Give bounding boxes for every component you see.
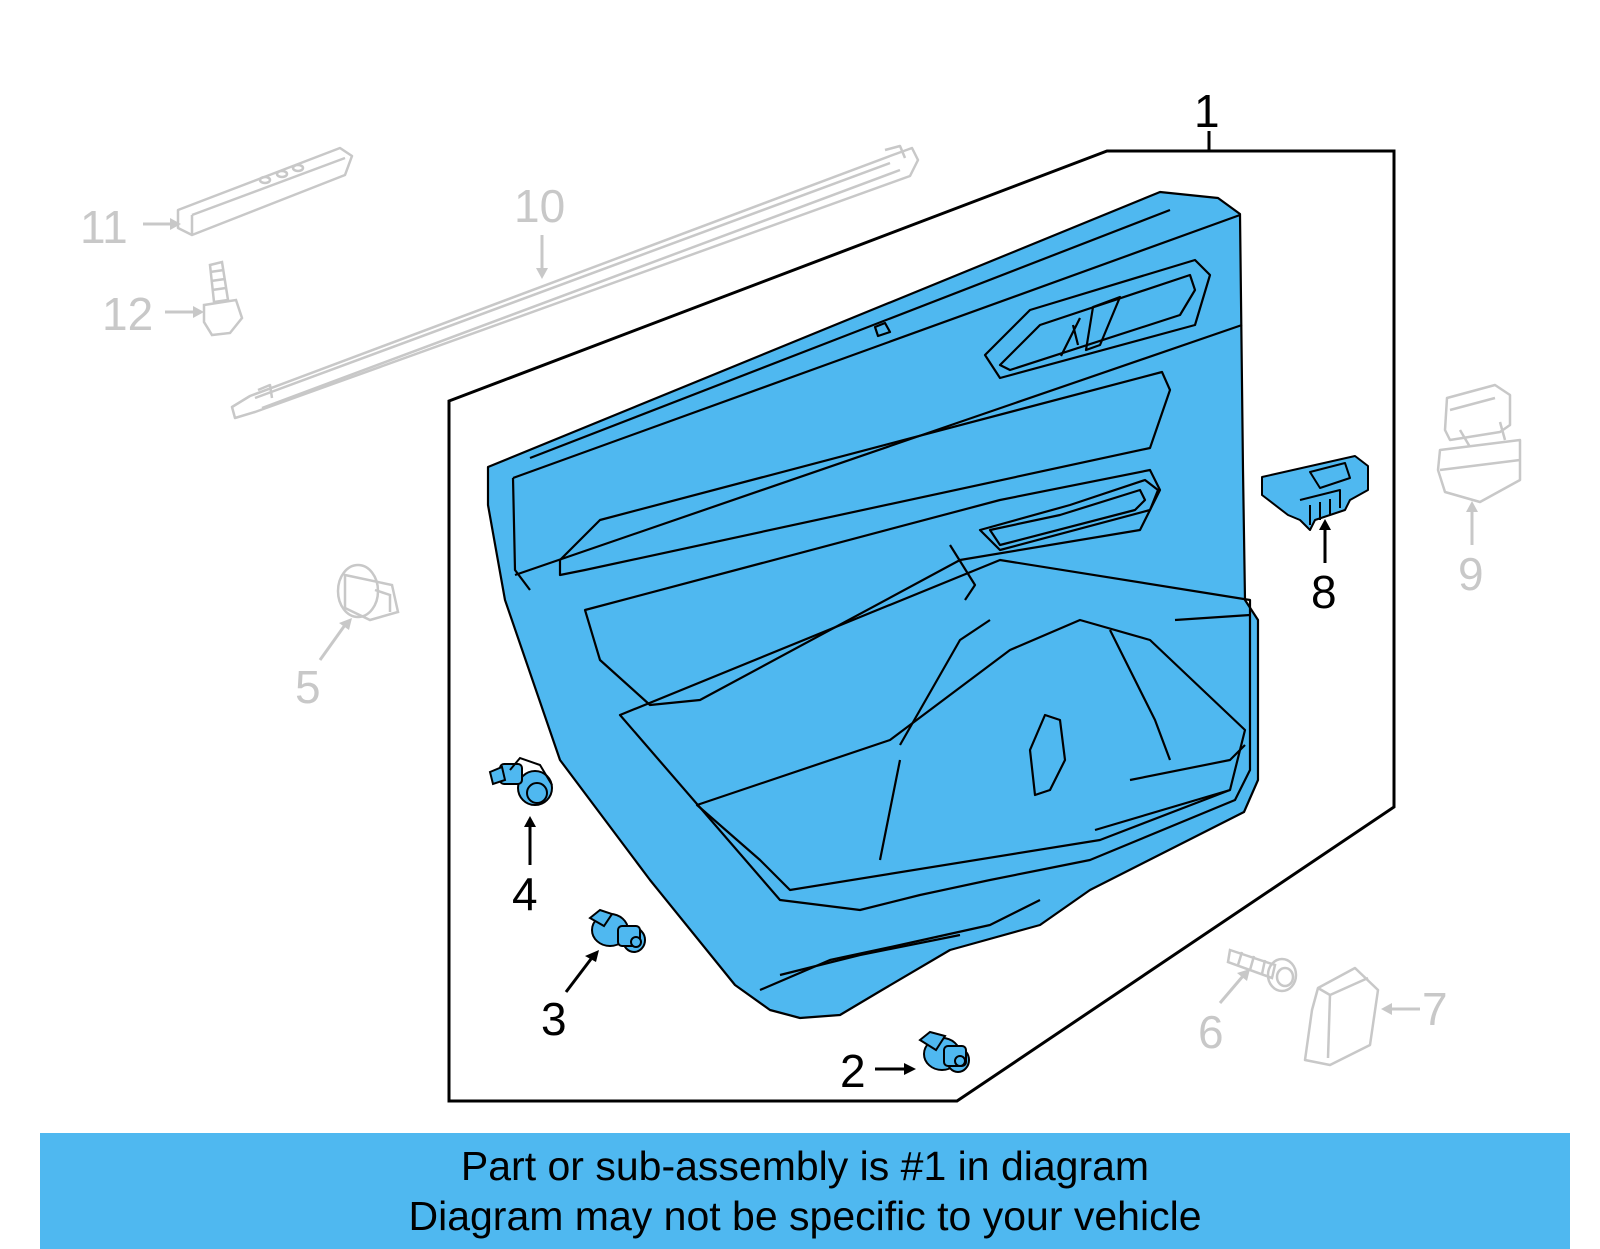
leader-3 xyxy=(564,958,593,993)
assembly-boundary xyxy=(447,149,1396,1103)
banner-line-2: Diagram may not be specific to your vehi… xyxy=(408,1193,1202,1239)
callout-8: 8 xyxy=(1311,566,1337,618)
arrowhead-9 xyxy=(1466,501,1478,512)
callout-3: 3 xyxy=(541,993,567,1045)
switch-bezel-part[interactable] xyxy=(1261,455,1369,531)
clip-part-5[interactable] xyxy=(336,563,400,622)
callout-7: 7 xyxy=(1422,983,1448,1035)
push-pin-part-2[interactable] xyxy=(918,1030,970,1073)
arrowhead-2 xyxy=(904,1063,916,1075)
arrowhead-6 xyxy=(1237,969,1250,981)
callout-5: 5 xyxy=(295,661,321,713)
arrowhead-5 xyxy=(339,618,352,630)
callout-12: 12 xyxy=(102,288,153,340)
push-pin-part-4[interactable] xyxy=(488,756,553,806)
info-banner: Part or sub-assembly is #1 in diagram Di… xyxy=(40,1133,1570,1249)
cover-part-7[interactable] xyxy=(1303,966,1380,1067)
callout-4: 4 xyxy=(512,868,538,920)
arrowhead-3 xyxy=(585,950,599,962)
switch-part-9[interactable] xyxy=(1436,383,1522,504)
arrowhead-10 xyxy=(536,268,548,279)
callout-10: 10 xyxy=(514,180,565,232)
banner-line-1: Part or sub-assembly is #1 in diagram xyxy=(460,1143,1150,1189)
screw-part-6[interactable] xyxy=(1226,948,1298,993)
arrowhead-12 xyxy=(193,306,204,318)
door-trim-panel[interactable] xyxy=(486,190,1260,1020)
bracket-part-11[interactable] xyxy=(176,146,354,237)
arrowhead-11 xyxy=(170,218,181,230)
leader-6 xyxy=(1218,975,1245,1004)
callout-1: 1 xyxy=(1194,85,1220,137)
push-pin-part-3[interactable] xyxy=(588,908,646,953)
arrowhead-7 xyxy=(1381,1003,1392,1015)
arrowhead-8 xyxy=(1319,519,1331,530)
callout-9: 9 xyxy=(1458,548,1484,600)
callout-11: 11 xyxy=(80,201,128,253)
screw-part-12[interactable] xyxy=(202,260,244,337)
arrowhead-4 xyxy=(524,816,536,827)
leader-5 xyxy=(318,624,347,661)
weatherstrip-part-10[interactable] xyxy=(230,144,920,420)
callout-6: 6 xyxy=(1198,1006,1224,1058)
callout-2: 2 xyxy=(840,1045,866,1097)
